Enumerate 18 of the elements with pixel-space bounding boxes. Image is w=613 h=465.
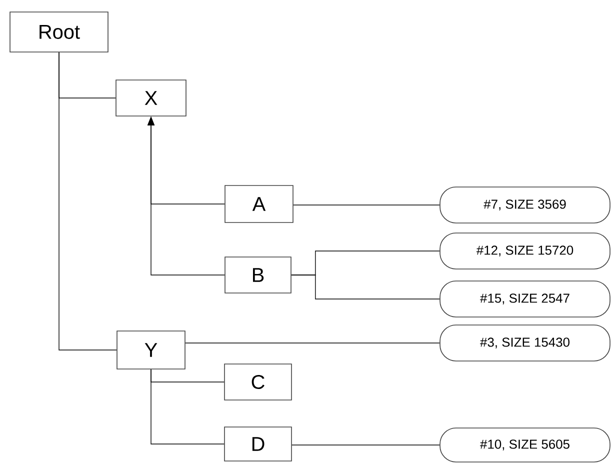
tree-box: Root bbox=[10, 12, 108, 52]
connector-line bbox=[291, 274, 440, 300]
tree-box: X bbox=[116, 80, 186, 116]
connector-line bbox=[292, 444, 440, 446]
connector-line bbox=[150, 369, 224, 444]
pill-box: #12, SIZE 15720 bbox=[440, 232, 610, 270]
tree-box: A bbox=[224, 185, 294, 223]
connector-line bbox=[58, 52, 117, 350]
pill-box: #15, SIZE 2547 bbox=[440, 280, 610, 318]
tree-box: D bbox=[224, 426, 292, 462]
tree-box: B bbox=[224, 256, 292, 294]
pill-box: #10, SIZE 5605 bbox=[440, 428, 610, 462]
pill-box: #7, SIZE 3569 bbox=[440, 186, 610, 224]
tree-box: C bbox=[224, 364, 292, 400]
connector-line bbox=[185, 342, 440, 344]
connector-line bbox=[293, 204, 440, 206]
tree-box: Y bbox=[116, 330, 186, 370]
pill-box: #3, SIZE 15430 bbox=[440, 324, 610, 362]
